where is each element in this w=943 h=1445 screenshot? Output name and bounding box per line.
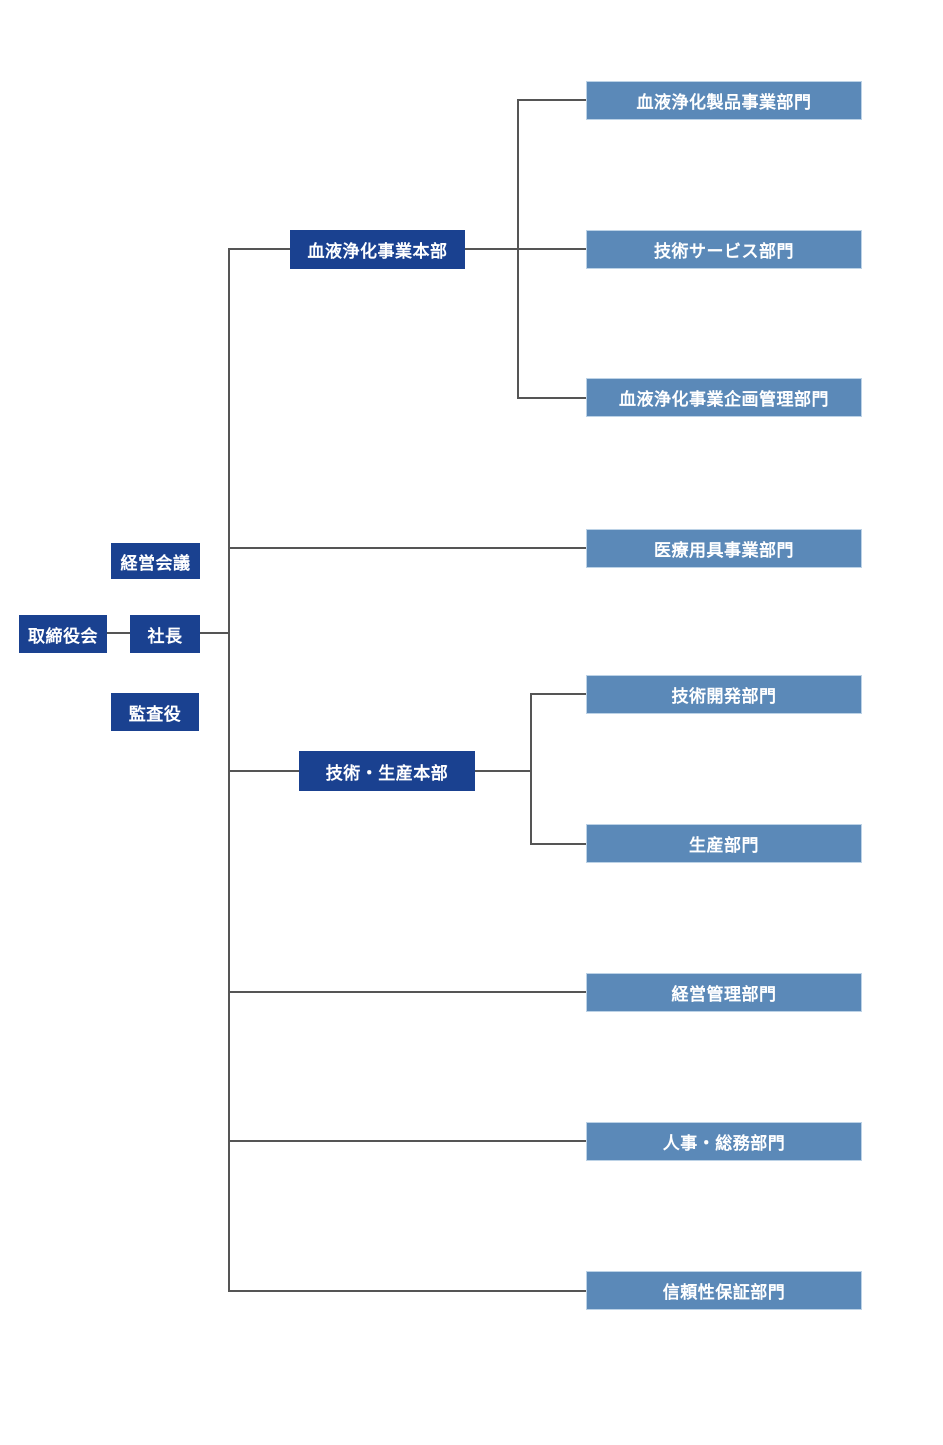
connector-tech-development: [530, 693, 586, 695]
connector-president-trunk: [200, 632, 228, 634]
node-board-of-directors: 取締役会: [19, 615, 107, 653]
connector-trunk-tech-production-hq: [228, 770, 299, 772]
node-reliability-assurance-dept: 信頼性保証部門: [586, 1271, 862, 1310]
connector-trunk-blood-purification-hq: [228, 248, 290, 250]
tech-production-branch-trunk-line: [530, 693, 532, 845]
connector-tech-production-hq-subtrunk: [475, 770, 532, 772]
connector-production: [530, 843, 586, 845]
node-technical-service-dept: 技術サービス部門: [586, 230, 862, 269]
connector-blood-purification-products: [517, 99, 586, 101]
node-tech-production-hq: 技術・生産本部: [299, 751, 475, 791]
connector-management-admin: [228, 991, 586, 993]
connector-medical-devices: [228, 547, 586, 549]
node-production-dept: 生産部門: [586, 824, 862, 863]
connector-planning-management: [517, 397, 586, 399]
node-blood-purification-hq: 血液浄化事業本部: [290, 230, 465, 269]
node-auditor: 監査役: [111, 693, 199, 731]
node-president: 社長: [130, 615, 200, 653]
node-hr-general-affairs-dept: 人事・総務部門: [586, 1122, 862, 1161]
node-blood-purification-products-dept: 血液浄化製品事業部門: [586, 81, 862, 120]
connector-hr-general-affairs: [228, 1140, 586, 1142]
connector-reliability-assurance: [228, 1290, 586, 1292]
connector-blood-purification-hq-subtrunk: [465, 248, 586, 250]
connector-board-president: [107, 632, 130, 634]
node-tech-development-dept: 技術開発部門: [586, 675, 862, 714]
node-management-admin-dept: 経営管理部門: [586, 973, 862, 1012]
node-management-meeting: 経営会議: [111, 543, 200, 579]
node-blood-purification-planning-dept: 血液浄化事業企画管理部門: [586, 378, 862, 417]
node-medical-devices-dept: 医療用具事業部門: [586, 529, 862, 568]
